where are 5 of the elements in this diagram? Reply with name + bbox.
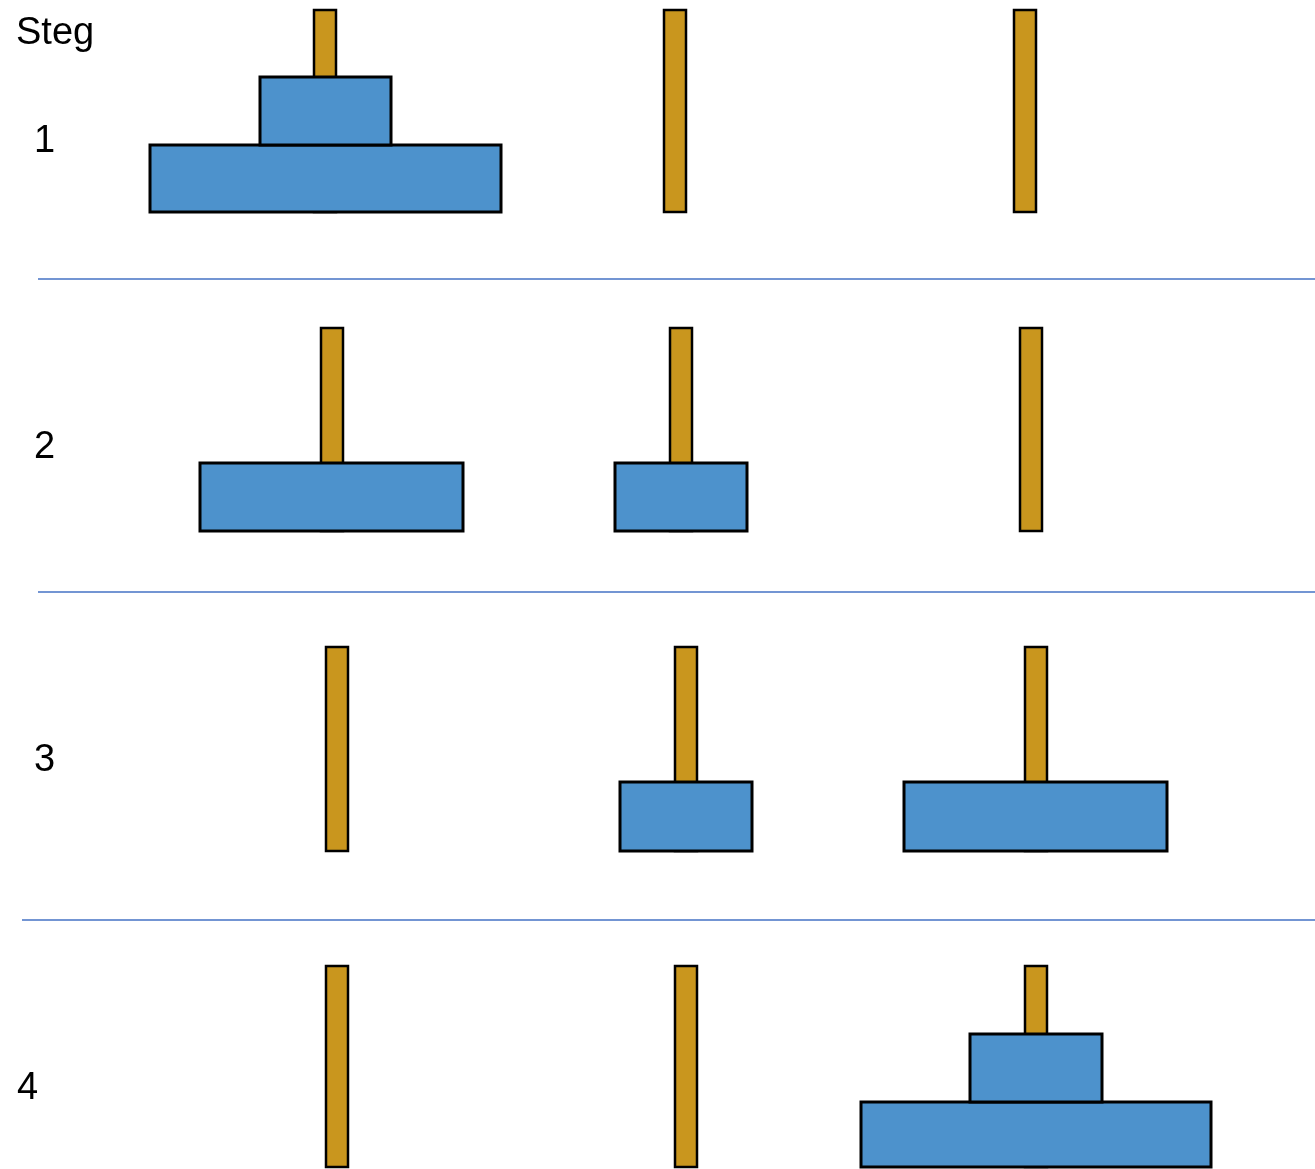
step-number: 1 xyxy=(34,120,56,158)
step-number: 3 xyxy=(34,739,56,777)
step-number: 4 xyxy=(17,1067,39,1105)
step-number: 2 xyxy=(34,426,56,464)
heading: Steg xyxy=(16,12,95,50)
